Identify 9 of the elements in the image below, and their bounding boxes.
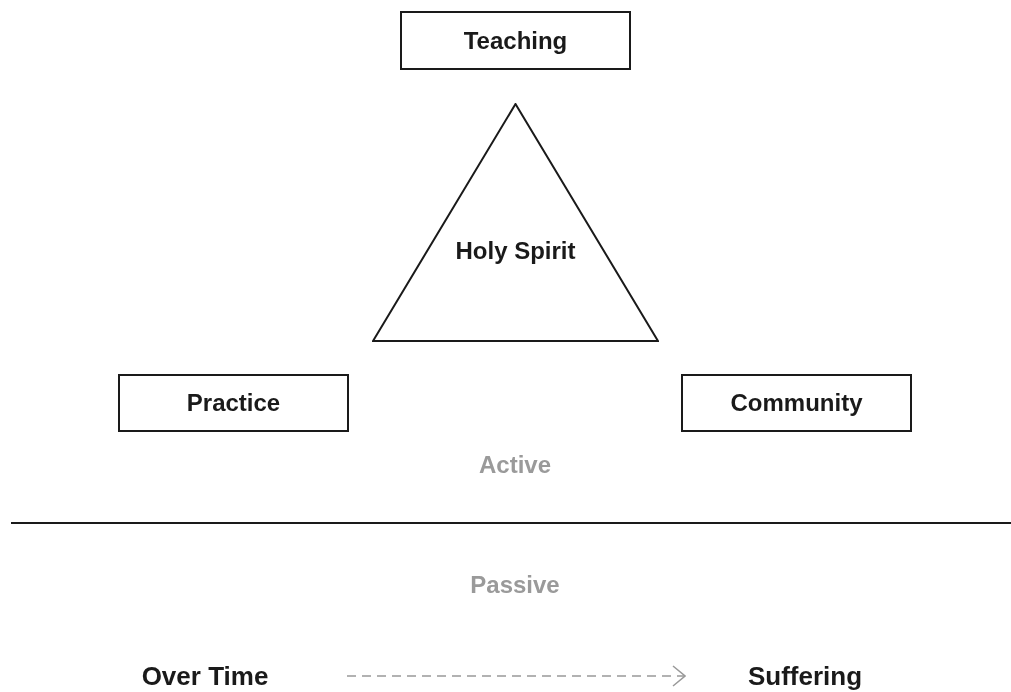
arrow <box>346 665 686 687</box>
label-box: Practice <box>118 374 349 432</box>
text-label: Active <box>479 451 551 479</box>
node-label: Holy Spirit <box>455 237 576 265</box>
label-box: Community <box>681 374 912 432</box>
label-box: Teaching <box>400 11 631 70</box>
text-label: Over Time <box>135 660 275 692</box>
text-label: Suffering <box>740 660 870 692</box>
text-label: Passive <box>470 571 560 599</box>
